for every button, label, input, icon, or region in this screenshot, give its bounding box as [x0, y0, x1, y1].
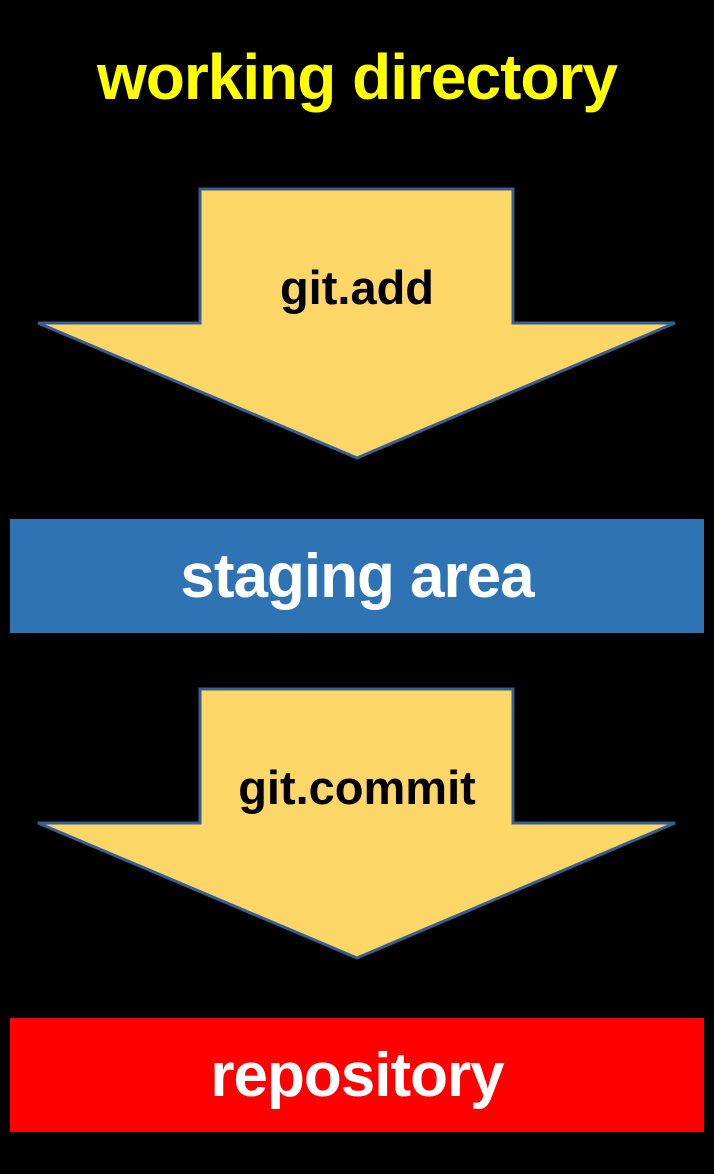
git-add-arrow	[37, 187, 676, 460]
staging-area-box: staging area	[10, 519, 704, 633]
down-arrow-icon	[37, 687, 676, 960]
git-commit-arrow	[37, 687, 676, 960]
down-arrow-icon	[37, 187, 676, 460]
staging-area-label: staging area	[180, 541, 534, 611]
git-add-label: git.add	[279, 261, 435, 314]
repository-box: repository	[10, 1018, 704, 1132]
git-commit-label: git.commit	[238, 761, 476, 814]
repository-label: repository	[210, 1040, 504, 1110]
working-directory-label: working directory	[97, 41, 618, 113]
